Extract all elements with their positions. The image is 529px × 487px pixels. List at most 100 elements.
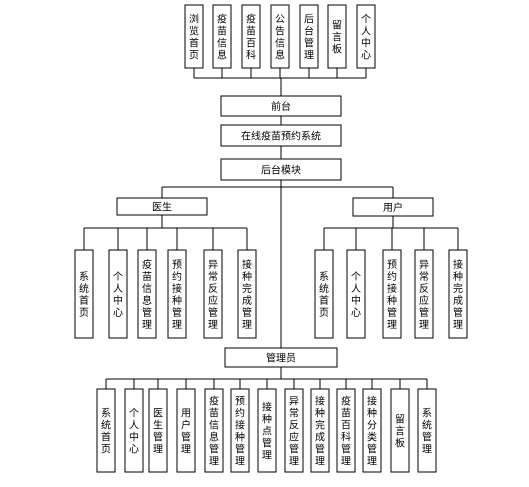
admin-module-a3-box — [148, 388, 168, 473]
admin-module-a11-box — [362, 388, 382, 473]
admin-module-a5-box — [204, 388, 224, 473]
admin-module-a10: 疫苗百科管理 — [336, 388, 356, 473]
admin-module-a7-label: 接种点管理 — [262, 401, 272, 462]
doctor-module-d4-box — [167, 249, 187, 339]
admin-module-a1-box — [96, 388, 116, 473]
admin-module-a5: 疫苗信息管理 — [204, 388, 224, 473]
system-box-node-label: 在线疫苗预约系统 — [241, 130, 321, 143]
admin-module-a13-label: 系统管理 — [422, 408, 432, 456]
admin-module-a4: 用户管理 — [176, 388, 196, 473]
admin-module-a4-box — [176, 388, 196, 473]
doctor-module-d1-label: 系统首页 — [79, 271, 89, 319]
admin-module-a8-label: 异常反应管理 — [289, 396, 299, 468]
doctor-module-d3: 疫苗信息管理 — [137, 249, 157, 339]
admin-module-a5-label: 疫苗信息管理 — [209, 395, 219, 468]
backend-box-node-label: 后台模块 — [261, 164, 301, 177]
admin-module-a2: 个人中心 — [124, 388, 144, 473]
admin-module-a7-box — [257, 388, 277, 473]
front-module-f1: 浏览首页 — [184, 4, 204, 69]
admin-role-node: 管理员 — [224, 347, 338, 368]
admin-module-a9-label: 接种完成管理 — [315, 395, 325, 468]
front-module-f4: 公告信息 — [270, 4, 290, 69]
front-module-f5-label: 后台管理 — [304, 14, 314, 62]
admin-module-a3: 医生管理 — [148, 388, 168, 473]
doctor-module-d2: 个人中心 — [108, 249, 128, 339]
admin-module-a11-label: 接种分类管理 — [367, 395, 377, 468]
doctor-role-node: 医生 — [116, 197, 208, 216]
admin-module-a6-box — [230, 388, 250, 473]
admin-module-a13-box — [417, 388, 437, 473]
doctor-module-d3-box — [137, 249, 157, 339]
user-module-u4-label: 异常反应管理 — [419, 259, 429, 331]
user-module-u1: 系统首页 — [314, 249, 334, 339]
admin-role-node-label: 管理员 — [266, 352, 296, 365]
admin-module-a8: 异常反应管理 — [284, 388, 304, 473]
admin-module-a12-label: 留言板 — [395, 413, 405, 450]
admin-module-a6: 预约接种管理 — [230, 388, 250, 473]
admin-module-a2-box — [124, 388, 144, 473]
user-module-u1-label: 系统首页 — [319, 271, 329, 319]
user-module-u1-box — [314, 249, 334, 339]
admin-module-a3-label: 医生管理 — [153, 408, 163, 456]
admin-module-a9: 接种完成管理 — [310, 388, 330, 473]
doctor-role-node-label: 医生 — [152, 201, 172, 214]
admin-module-a8-box — [284, 388, 304, 473]
admin-module-a6-label: 预约接种管理 — [235, 396, 245, 468]
doctor-module-d6: 接种完成管理 — [237, 249, 257, 339]
doctor-module-d5: 异常反应管理 — [203, 249, 223, 339]
admin-module-a7: 接种点管理 — [257, 388, 277, 473]
user-module-u3-label: 预约接种管理 — [387, 259, 397, 331]
front-module-f6-label: 留言板 — [332, 19, 342, 56]
admin-module-a1-label: 系统首页 — [101, 408, 111, 456]
admin-module-a11: 接种分类管理 — [362, 388, 382, 473]
user-module-u4-box — [414, 249, 434, 339]
frontend-box-node-label: 前台 — [271, 100, 291, 113]
system-box-node: 在线疫苗预约系统 — [220, 124, 342, 147]
doctor-module-d6-box — [237, 249, 257, 339]
doctor-module-d4-label: 预约接种管理 — [172, 259, 182, 331]
doctor-module-d3-label: 疫苗信息管理 — [142, 258, 152, 331]
doctor-module-d4: 预约接种管理 — [167, 249, 187, 339]
frontend-box-node: 前台 — [220, 95, 342, 117]
admin-module-a10-label: 疫苗百科管理 — [341, 395, 351, 468]
doctor-module-d5-label: 异常反应管理 — [208, 259, 218, 331]
doctor-module-d5-box — [203, 249, 223, 339]
doctor-module-d2-box — [108, 249, 128, 339]
front-module-f7-label: 个人中心 — [361, 14, 371, 62]
front-module-f2: 疫苗信息 — [212, 4, 232, 69]
admin-module-a12-box — [390, 388, 410, 473]
front-module-f5: 后台管理 — [299, 4, 319, 69]
backend-box-node: 后台模块 — [220, 158, 342, 181]
doctor-module-d2-label: 个人中心 — [113, 271, 123, 319]
front-module-f1-label: 浏览首页 — [189, 13, 199, 62]
admin-module-a9-box — [310, 388, 330, 473]
front-module-f3: 疫苗百科 — [241, 4, 261, 69]
doctor-module-d1-box — [74, 249, 94, 339]
admin-module-a4-label: 用户管理 — [181, 409, 191, 456]
user-module-u2-label: 个人中心 — [351, 271, 361, 319]
user-module-u2-box — [346, 249, 366, 339]
user-module-u5: 接种完成管理 — [448, 249, 468, 339]
user-module-u3-box — [382, 249, 402, 339]
front-module-f4-label: 公告信息 — [275, 15, 285, 62]
user-module-u5-label: 接种完成管理 — [453, 258, 463, 331]
doctor-module-d6-label: 接种完成管理 — [242, 258, 252, 331]
front-module-f6: 留言板 — [327, 4, 347, 69]
admin-module-a2-label: 个人中心 — [129, 408, 139, 456]
user-module-u2: 个人中心 — [346, 249, 366, 339]
user-module-u5-box — [448, 249, 468, 339]
admin-module-a10-box — [336, 388, 356, 473]
user-role-node: 用户 — [352, 197, 434, 217]
admin-module-a13: 系统管理 — [417, 388, 437, 473]
user-role-node-label: 用户 — [383, 201, 403, 214]
admin-module-a1: 系统首页 — [96, 388, 116, 473]
front-module-f2-label: 疫苗信息 — [217, 13, 227, 62]
admin-module-a12: 留言板 — [390, 388, 410, 473]
front-module-f3-label: 疫苗百科 — [246, 13, 256, 62]
user-module-u3: 预约接种管理 — [382, 249, 402, 339]
doctor-module-d1: 系统首页 — [74, 249, 94, 339]
user-module-u4: 异常反应管理 — [414, 249, 434, 339]
front-module-f7: 个人中心 — [356, 4, 376, 69]
